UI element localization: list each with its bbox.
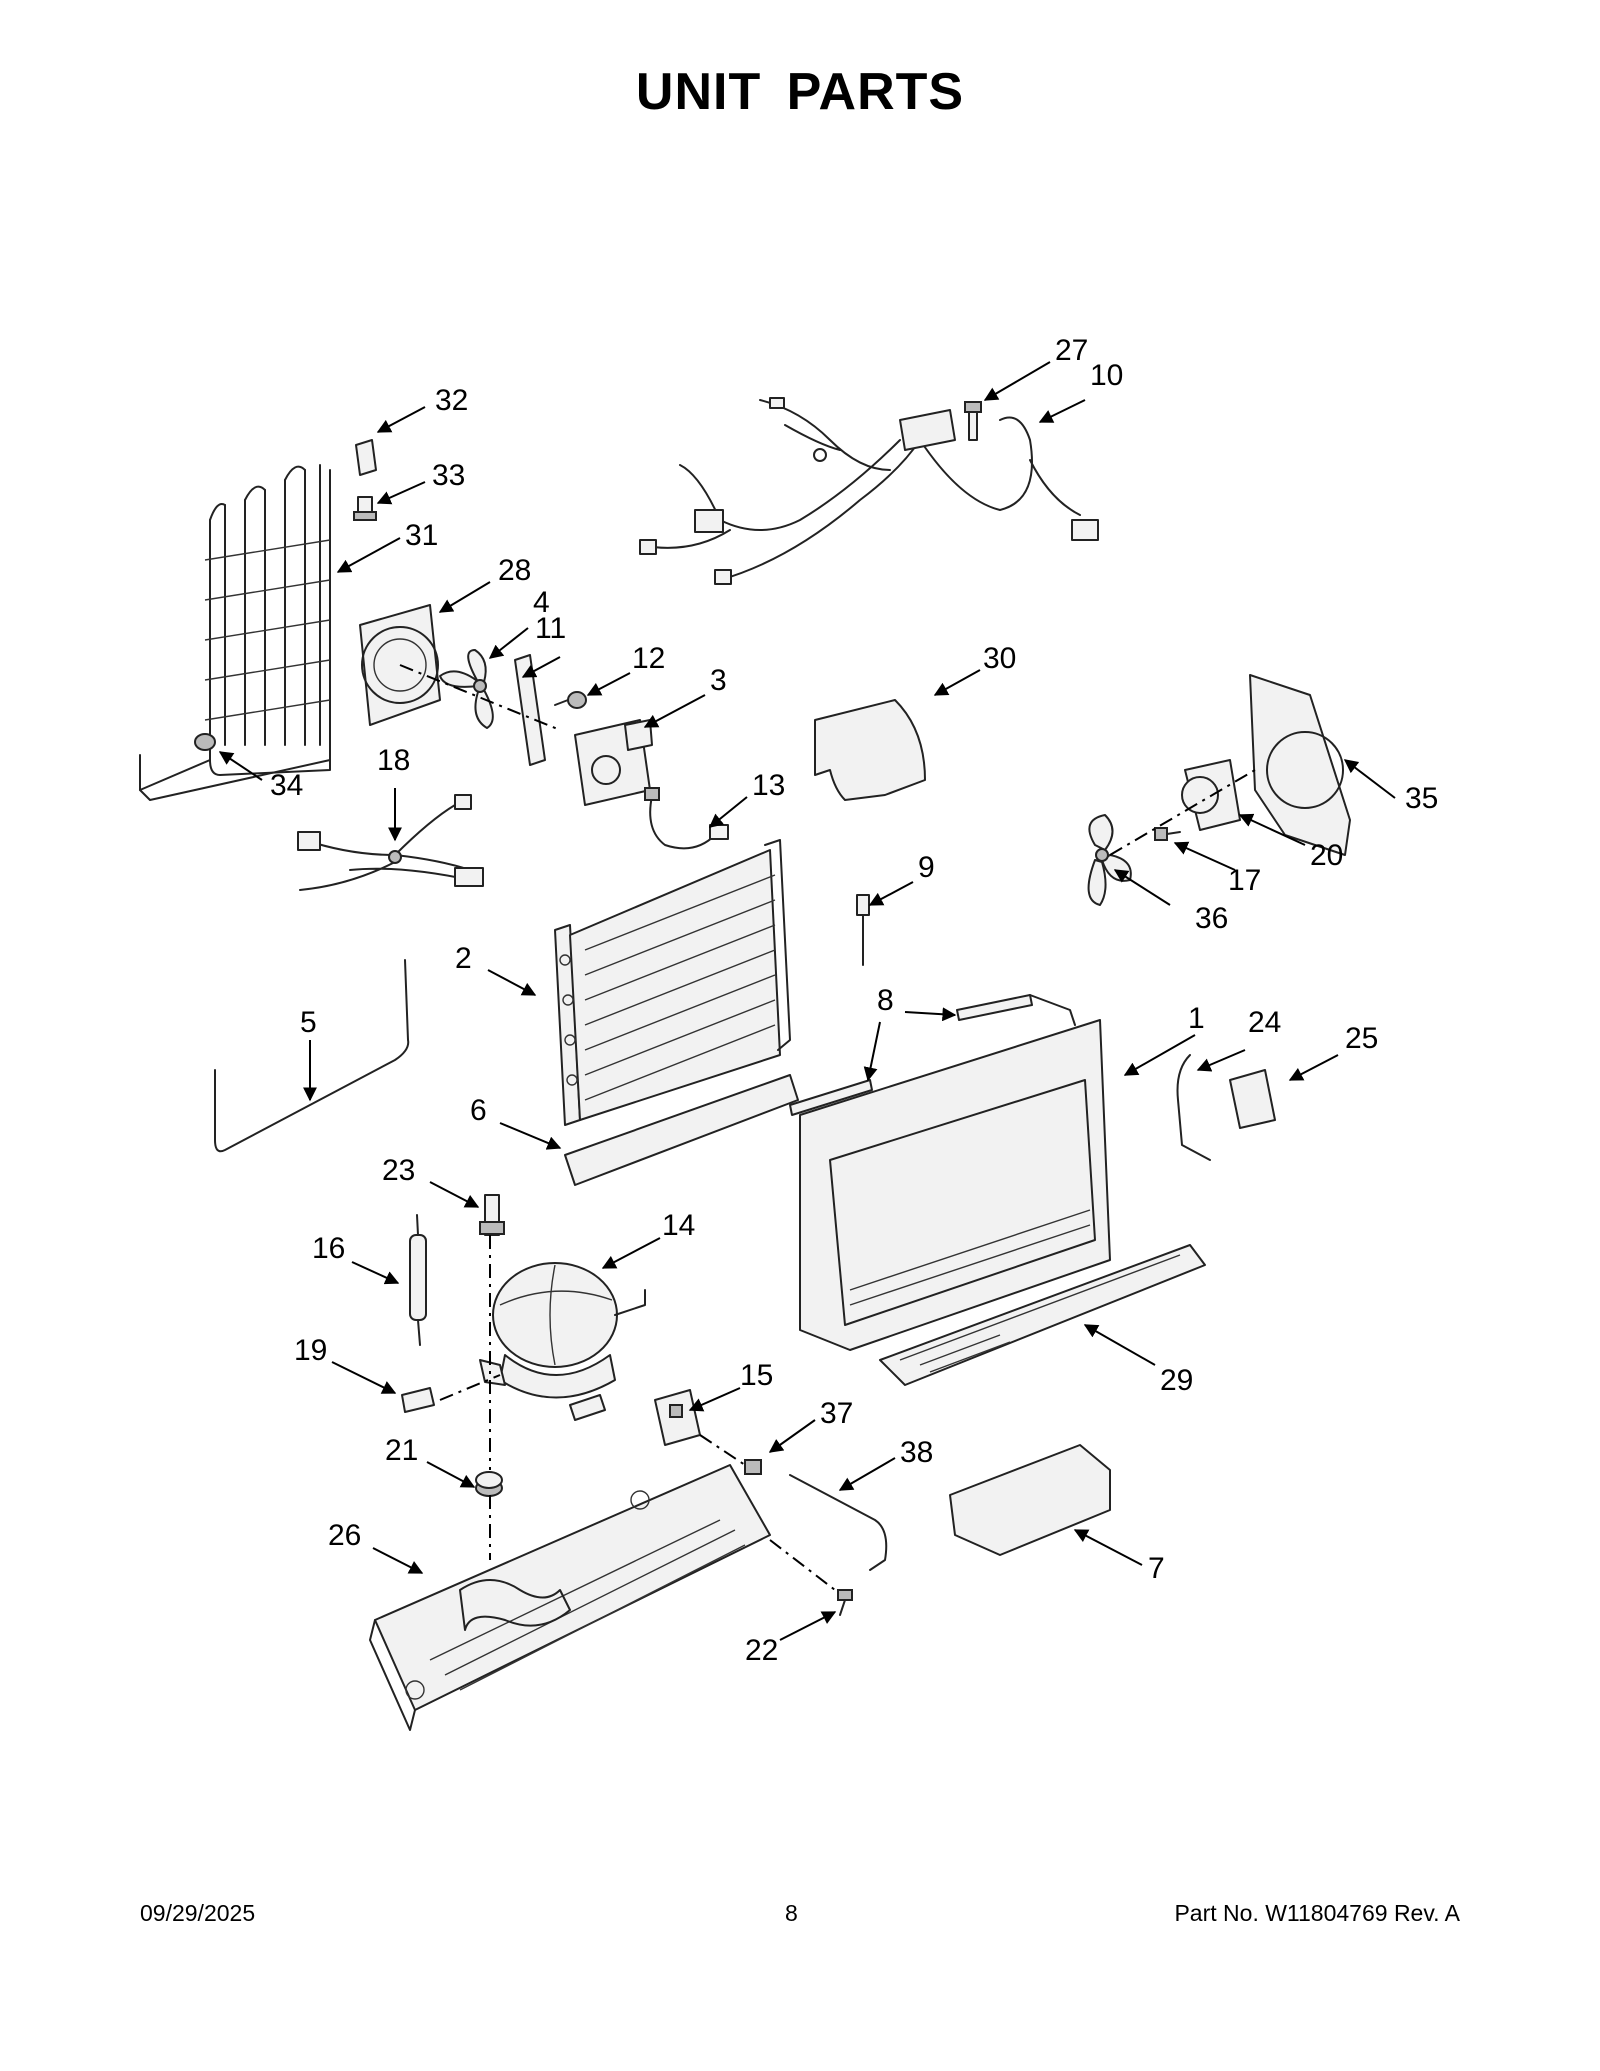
wire-harness [644,787,729,850]
callout-12: 12 [632,642,665,675]
compressor-base-plate [369,1464,771,1731]
assembly-centerline [439,1374,501,1401]
grommet [475,1471,503,1497]
callout-11: 11 [535,612,566,645]
callout-10: 10 [1090,359,1123,392]
callout-16: 16 [312,1232,345,1265]
callout-24: 24 [1248,1006,1281,1039]
callout-19: 19 [294,1334,327,1367]
compressor [479,1262,646,1421]
callout-25: 25 [1345,1022,1378,1055]
callout-9: 9 [918,851,935,884]
callout-17: 17 [1228,864,1261,897]
callout-7: 7 [1148,1552,1165,1585]
callout-18: 18 [377,744,410,777]
drain-tube [789,1474,888,1571]
callout-27: 27 [1055,334,1088,367]
callout-4: 4 [533,586,550,619]
evaporator-coil [554,839,791,1126]
motor-bracket [514,654,546,766]
condenser-coil [139,464,331,801]
callout-32: 32 [435,384,468,417]
callout-30: 30 [983,642,1016,675]
callout-29: 29 [1160,1364,1193,1397]
callout-15: 15 [740,1359,773,1392]
callout-labels: 1 2 3 4 5 6 7 8 8 9 10 11 12 13 14 15 16… [270,334,1438,1667]
evaporator-fan-blade [1087,814,1132,906]
callout-21: 21 [385,1434,418,1467]
evaporator-fan-cover [814,699,926,801]
evaporator-cover [799,994,1111,1351]
callout-5: 5 [300,1006,317,1039]
callout-3: 3 [710,664,727,697]
leader-arrows [218,361,1396,1641]
grille [879,1244,1206,1386]
callout-28: 28 [498,554,531,587]
drain-pan [949,1444,1111,1556]
compressor-relay [654,1389,701,1446]
screw [554,691,587,709]
footer-part-number: Part No. W11804769 Rev. A [1174,1900,1460,1926]
footer-page-number: 8 [785,1900,798,1926]
defrost-thermistor [856,894,870,966]
callout-2: 2 [455,942,472,975]
connector [744,1459,762,1475]
clip [355,439,377,476]
main-wire-harness [639,397,1099,585]
callout-33: 33 [432,459,465,492]
callout-20: 20 [1310,839,1343,872]
callout-13: 13 [752,769,785,802]
screw [353,496,377,521]
callout-26: 26 [328,1519,361,1552]
filter-drier [409,1214,427,1346]
wire-harness [297,794,484,891]
gasket-strip [956,994,1033,1021]
fan-blade [439,649,494,729]
evaporator-fan-shroud [1249,674,1351,856]
service-valve [479,1194,505,1236]
grommet [194,733,216,751]
assembly-centerline [699,1434,746,1466]
callout-34: 34 [270,769,303,802]
tube-clip [401,1387,435,1413]
sensor-wire [1176,1054,1211,1161]
callout-36: 36 [1195,902,1228,935]
page-title: UNIT PARTS [635,63,965,121]
condenser-fan-motor [574,719,653,806]
callout-31: 31 [405,519,438,552]
screw [1154,827,1181,841]
screw [964,401,982,441]
callout-35: 35 [1405,782,1438,815]
callout-23: 23 [382,1154,415,1187]
drain-trough [564,1074,799,1186]
callout-22: 22 [745,1634,778,1667]
callout-6: 6 [470,1094,487,1127]
screw [837,1589,853,1616]
callout-14: 14 [662,1209,695,1242]
assembly-centerline [769,1539,836,1591]
callout-8: 8 [877,984,894,1017]
callout-1: 1 [1188,1002,1205,1035]
footer-date: 09/29/2025 [140,1900,256,1926]
callout-37: 37 [820,1397,853,1430]
callout-38: 38 [900,1436,933,1469]
insulation-pad [1229,1069,1276,1129]
defrost-heater [214,959,410,1153]
gasket-strip [789,1079,873,1116]
